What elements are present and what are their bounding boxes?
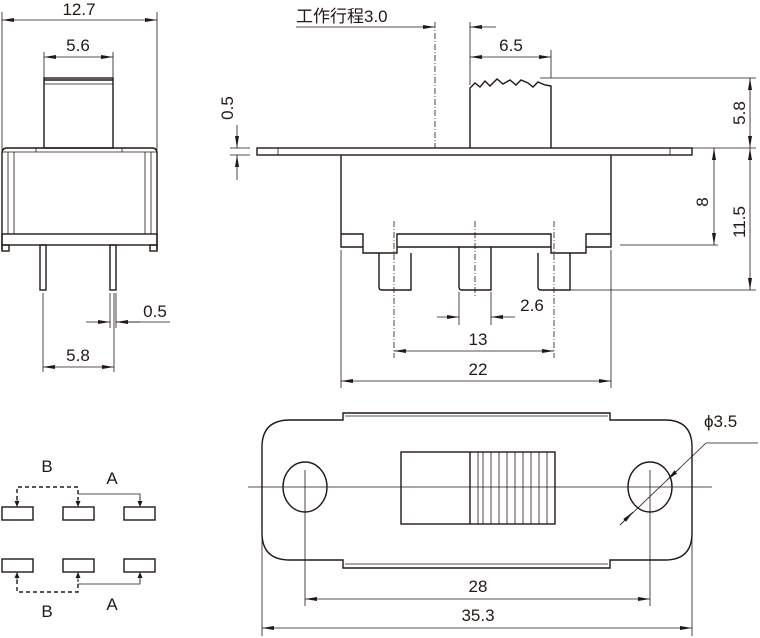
- grip-ridges: [477, 452, 548, 524]
- top-view: ϕ3.5 28 35.3: [248, 412, 758, 636]
- dim-hole-spacing: 28: [469, 577, 488, 596]
- terminal-pad: [123, 506, 156, 521]
- dim-body-length: 22: [469, 360, 488, 379]
- dim-plate-length: 35.3: [461, 606, 494, 625]
- mounting-plate: [256, 147, 693, 156]
- actuator: [43, 77, 114, 149]
- dim-pin-spacing: 5.8: [66, 346, 90, 365]
- dim-actuator-width: 5.6: [66, 36, 90, 55]
- body: [340, 155, 612, 254]
- dim-total-height: 11.5: [730, 206, 749, 238]
- actuator-serrated: [469, 78, 552, 148]
- housing: [1, 147, 158, 250]
- dim-plate-thickness: 0.5: [218, 96, 237, 120]
- side-view: 工作行程3.0 6.5 2.6 13 22 0.5 5.8 11.5 8: [218, 7, 756, 388]
- dim-terminal-width: 2.6: [520, 296, 544, 315]
- dim-actuator-height: 5.8: [730, 101, 749, 125]
- travel-label: 工作行程3.0: [296, 7, 388, 26]
- terminal-pad: [62, 558, 95, 573]
- terminal-pad: [1, 558, 34, 573]
- pin: [109, 244, 117, 291]
- end-view: 12.7 5.6 0.5 5.8: [1, 0, 170, 372]
- label-b-bottom: B: [41, 602, 52, 621]
- terminal: [458, 247, 492, 291]
- dim-overall-width: 12.7: [62, 0, 95, 19]
- terminal-pad: [62, 506, 95, 521]
- dim-pin-width: 0.5: [143, 302, 167, 321]
- pin: [39, 244, 47, 291]
- dim-hole-diameter: ϕ3.5: [704, 412, 737, 431]
- plate-outline: [261, 412, 693, 569]
- dim-body-height: 8: [693, 197, 712, 206]
- circuit-schematic: B A B A: [1, 457, 156, 621]
- terminal: [537, 253, 571, 291]
- terminal-pad: [123, 558, 156, 573]
- terminal: [378, 253, 412, 291]
- dim-pin-span: 13: [469, 330, 488, 349]
- terminal-pad: [1, 506, 34, 521]
- label-a-top: A: [106, 469, 118, 488]
- label-b-top: B: [41, 457, 52, 476]
- dim-actuator-length: 6.5: [499, 36, 523, 55]
- label-a-bottom: A: [106, 595, 118, 614]
